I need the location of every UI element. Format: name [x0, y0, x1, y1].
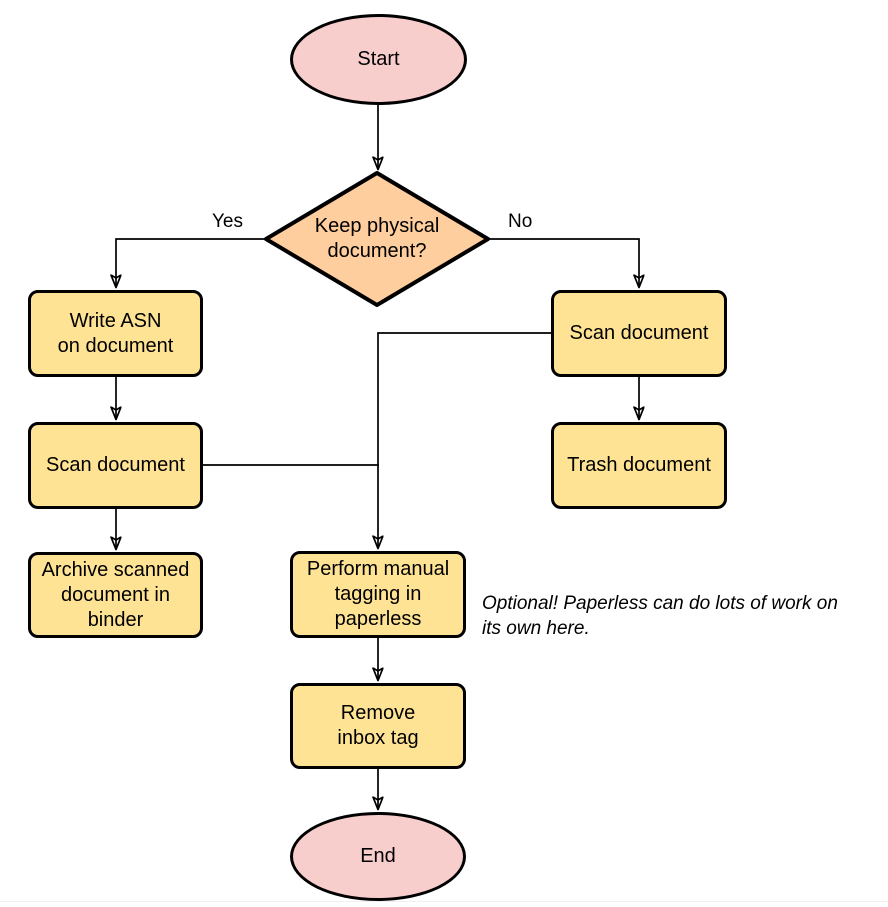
annotation-optional-note: Optional! Paperless can do lots of work …	[482, 593, 838, 639]
edge-scan-right-to-tagging	[378, 332, 551, 548]
edge-decision-no-to-scan-right	[488, 238, 639, 287]
node-end-label: End	[360, 845, 396, 867]
node-scan-document-left: Scan document	[28, 422, 203, 509]
node-write-asn: Write ASN on document	[28, 290, 203, 377]
node-start: Start	[290, 14, 467, 105]
node-decision-label: Keep physical document?	[314, 215, 440, 262]
node-start-label: Start	[357, 48, 400, 70]
page-bottom-divider	[0, 901, 888, 902]
edge-decision-yes-to-write-asn	[116, 238, 266, 287]
node-end: End	[290, 812, 466, 901]
node-manual-tagging: Perform manual tagging in paperless	[290, 551, 466, 638]
node-trash-document: Trash document	[551, 422, 727, 509]
decision-diamond-shape	[264, 171, 490, 307]
node-archive-binder: Archive scanned document in binder	[28, 552, 203, 638]
node-decision: Keep physical document?	[264, 171, 490, 307]
edge-label-no: No	[508, 211, 533, 232]
edge-label-yes: Yes	[212, 211, 243, 232]
node-remove-inbox-tag: Remove inbox tag	[290, 683, 466, 769]
node-scan-document-right: Scan document	[551, 290, 727, 377]
